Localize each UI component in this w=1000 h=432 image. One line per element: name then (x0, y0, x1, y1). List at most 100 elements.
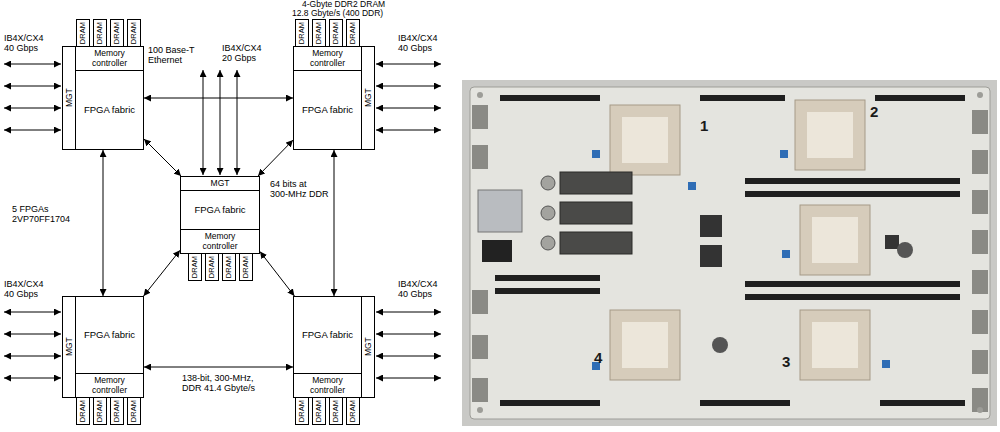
mgt-link-arrow (376, 378, 441, 379)
edge-connector (472, 290, 488, 314)
node-text: DRAM (298, 22, 306, 44)
power-module (560, 172, 632, 194)
annotation-label: 2VP70FF1704 (12, 215, 70, 225)
dram-chip: DRAM (346, 19, 360, 47)
annotation-label: 138-bit, 300-MHz, (182, 374, 254, 384)
bus-arrow (144, 98, 293, 99)
dram-chip: DRAM (205, 253, 219, 281)
dram-chip: DRAM (329, 19, 343, 47)
chip-lid (807, 112, 853, 158)
mgt-link-arrow (4, 334, 61, 335)
node-text: DRAM (130, 400, 138, 422)
annotation-label: 20 Gbps (222, 54, 256, 64)
capacitor (541, 236, 555, 250)
inductor (712, 337, 728, 353)
node-text: Memory controller (81, 49, 139, 68)
edge-connector (472, 335, 488, 359)
node-text: DRAM (349, 22, 357, 44)
node-text: DRAM (332, 400, 340, 422)
dram-chip: DRAM (329, 397, 343, 425)
fpga-chip (800, 205, 870, 275)
blue-component (780, 150, 788, 158)
bus-arrow (144, 250, 180, 296)
dram-chip: DRAM (76, 397, 90, 425)
ic-chip (885, 235, 899, 249)
photo-backdrop (462, 80, 997, 426)
node-text: MGT (363, 89, 372, 108)
mgt-link-arrow (4, 356, 61, 357)
dram-chip: DRAM (110, 19, 124, 47)
node-text: DRAM (208, 256, 216, 278)
annotation-label: 100 Base-T (148, 46, 195, 56)
edge-connector (972, 150, 988, 174)
fpga-chip (610, 310, 680, 380)
fpga-block: FPGA fabricMemory controllerMGT (62, 46, 144, 150)
node-text: DRAM (242, 256, 250, 278)
dimm-slot (745, 294, 960, 300)
node-text: DRAM (96, 22, 104, 44)
node-text: DRAM (113, 22, 121, 44)
dimm-slot (880, 400, 965, 406)
blue-component (782, 250, 790, 258)
fabric-area: FPGA fabric (181, 191, 259, 229)
fabric-area: FPGA fabric (76, 71, 143, 149)
node-text: DRAM (332, 22, 340, 44)
dram-chip: DRAM (312, 397, 326, 425)
annotation-label: 5 FPGAs (12, 205, 49, 215)
dram-chip: DRAM (127, 397, 141, 425)
mgt-link-arrow (376, 356, 441, 357)
mgt-link-arrow (4, 108, 61, 109)
node-text: DRAM (96, 400, 104, 422)
mounting-hole (977, 92, 983, 98)
dimm-slot (700, 95, 785, 101)
dram-chip: DRAM (127, 19, 141, 47)
capacitor (541, 206, 555, 220)
annotation-label: DDR 41.4 Gbyte/s (182, 384, 255, 394)
chip-lid (622, 117, 668, 163)
chip-lid (812, 217, 858, 263)
mgt-link-arrow (4, 130, 61, 131)
mgt-link-arrow (376, 108, 441, 109)
ic-chip (700, 215, 722, 237)
edge-connector (972, 270, 988, 294)
node-text: FPGA fabric (194, 205, 245, 215)
node-text: MGT (211, 179, 230, 188)
dram-chip: DRAM (295, 397, 309, 425)
fpga-block: FPGA fabricMGTMemory controller (180, 176, 260, 254)
dimm-slot (875, 95, 965, 101)
annotation-label: IB4X/CX4 (398, 34, 438, 44)
node-text: FPGA fabric (302, 330, 353, 340)
dram-chip: DRAM (76, 19, 90, 47)
mgt-link-arrow (203, 70, 204, 175)
bus-arrow (144, 367, 293, 368)
callout-number: 3 (782, 354, 790, 371)
mgt-strip: MGT (361, 47, 374, 149)
mgt-link-arrow (4, 378, 61, 379)
dram-chip: DRAM (93, 19, 107, 47)
edge-connector (972, 310, 988, 334)
fpga-chip (800, 310, 870, 380)
node-text: DRAM (79, 400, 87, 422)
mgt-link-arrow (376, 86, 441, 87)
annotation-label: 12.8 Gbyte/s (400 DDR) (292, 9, 383, 18)
annotation-label: 64 bits at (270, 180, 307, 190)
node-text: DRAM (315, 400, 323, 422)
node-text: DRAM (79, 22, 87, 44)
fpga-block: FPGA fabricMemory controllerMGT (293, 296, 375, 398)
node-text: DRAM (113, 400, 121, 422)
edge-connector (472, 145, 488, 169)
callout-number: 1 (700, 118, 708, 135)
fpga-chip (610, 105, 680, 175)
blue-component (882, 360, 890, 368)
bus-arrow (258, 140, 293, 176)
mgt-strip: MGT (361, 297, 374, 397)
chip-lid (812, 322, 858, 368)
node-text: DRAM (225, 256, 233, 278)
dimm-slot (500, 95, 600, 101)
node-text: DRAM (191, 256, 199, 278)
dram-chip: DRAM (346, 397, 360, 425)
annotation-label: IB4X/CX4 (4, 280, 44, 290)
node-text: DRAM (349, 400, 357, 422)
node-text: DRAM (130, 22, 138, 44)
fpga-block: FPGA fabricMemory controllerMGT (293, 46, 375, 150)
